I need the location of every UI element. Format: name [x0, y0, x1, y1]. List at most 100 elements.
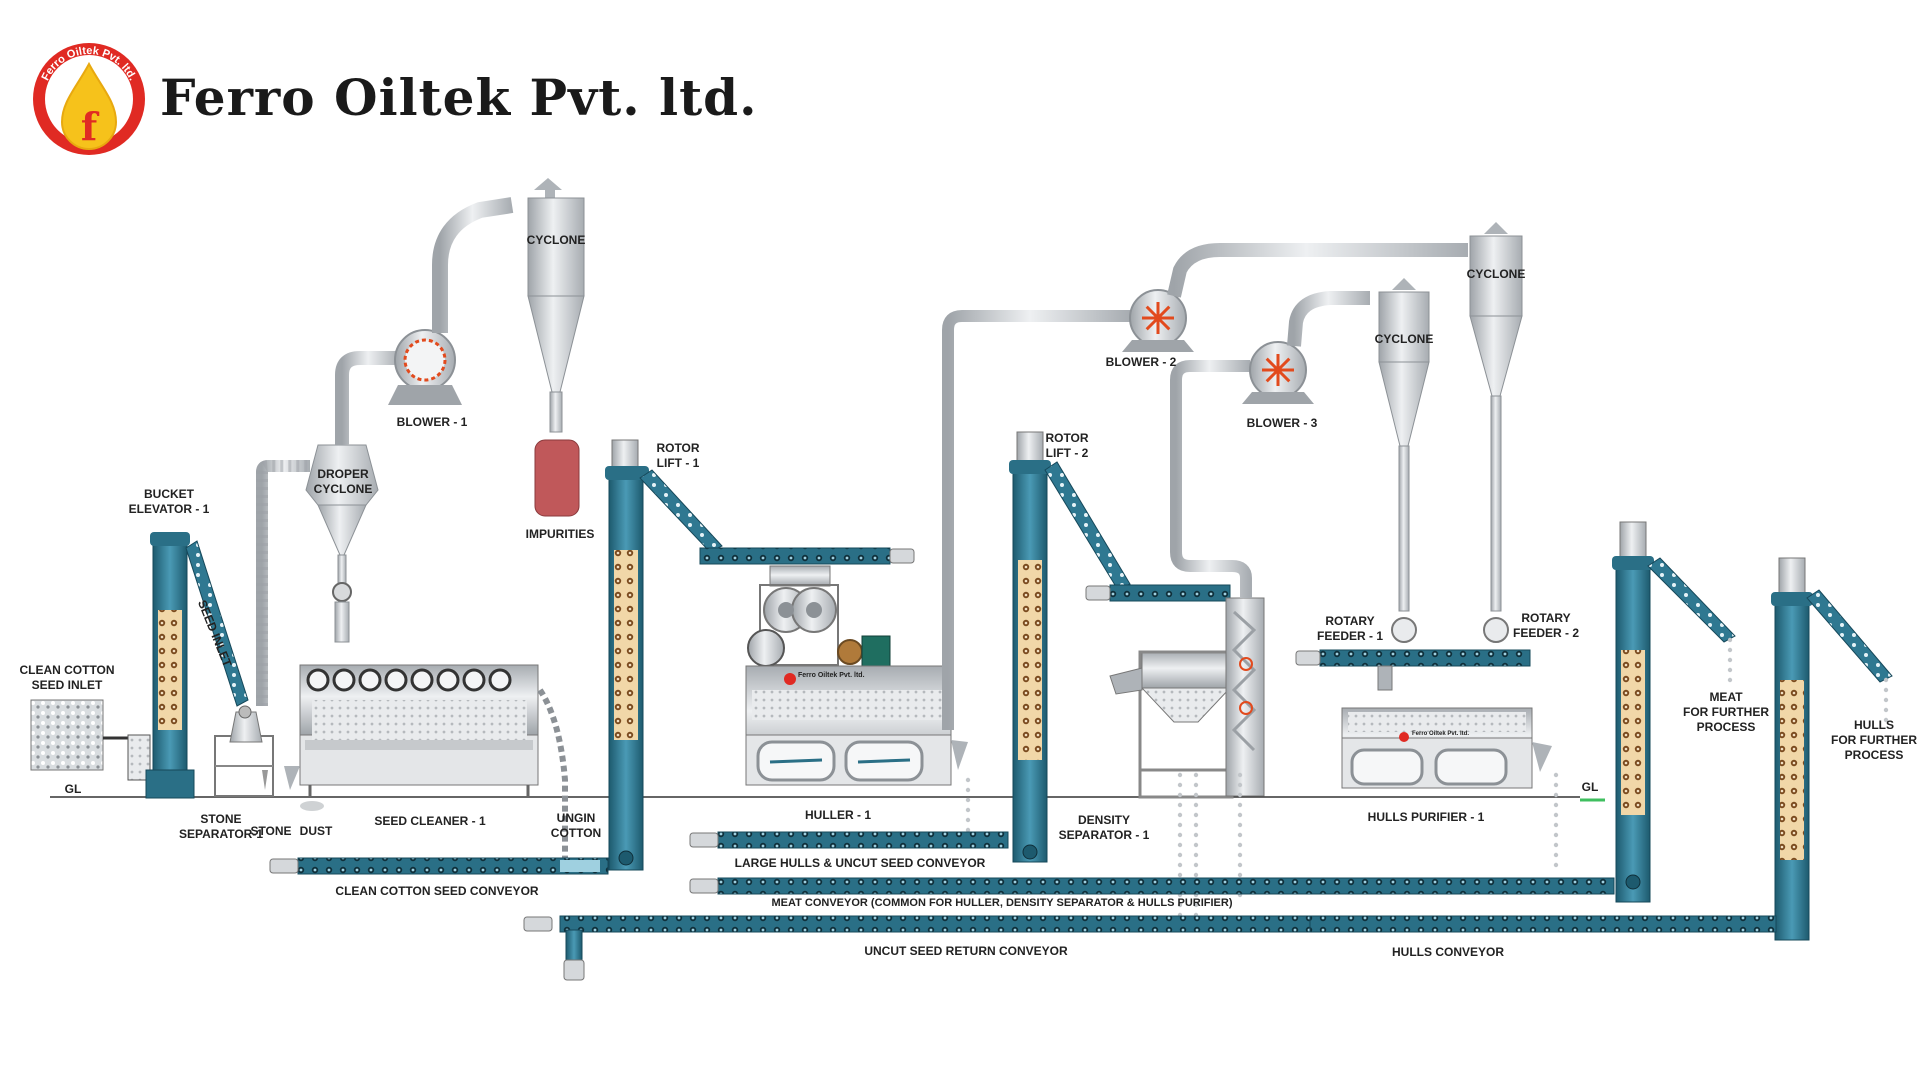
label-hulls-purifier: HULLS PURIFIER - 1	[1367, 810, 1485, 824]
label-large-hulls-conveyor: LARGE HULLS & UNCUT SEED CONVEYOR	[734, 856, 986, 870]
pipe-huller-to-blower-2	[942, 310, 1130, 730]
product-drops	[965, 637, 1889, 928]
product-drop	[965, 797, 971, 803]
product-drop	[1193, 832, 1199, 838]
company-brand: f Ferro Oiltek Pvt. ltd. Ferro Oiltek Pv…	[30, 40, 757, 170]
cleaner-roller	[488, 668, 512, 692]
density-separator	[1109, 597, 1265, 799]
product-drop	[1553, 812, 1559, 818]
label-huller: HULLER - 1	[805, 808, 871, 822]
product-drop	[1727, 677, 1733, 683]
impeller-blade	[1145, 316, 1160, 331]
cleaner-roller	[436, 668, 460, 692]
product-drop	[1177, 902, 1183, 908]
cleaner-roller	[410, 668, 434, 692]
product-drop	[1177, 822, 1183, 828]
product-drop	[1177, 872, 1183, 878]
label-impurities: IMPURITIES	[525, 527, 595, 541]
product-drop	[1727, 667, 1733, 673]
product-drop	[1177, 852, 1183, 858]
product-drop	[1237, 832, 1243, 838]
clean-cotton-seed-conveyor	[269, 857, 609, 875]
hulls-elevator-chute	[1806, 589, 1893, 683]
cyclone-2	[1378, 278, 1430, 643]
product-drop	[965, 777, 971, 783]
product-drop	[1883, 707, 1889, 713]
product-drop	[1553, 772, 1559, 778]
rotary-feeder-conveyor	[1319, 649, 1531, 667]
huller-feed-conveyor	[699, 547, 891, 565]
product-drop	[1237, 872, 1243, 878]
hulls-purifier	[1341, 665, 1552, 789]
cleaner-roller	[358, 668, 382, 692]
product-drop	[1553, 822, 1559, 828]
label-blower-1: BLOWER - 1	[396, 415, 468, 429]
rotor-lift-1-chute	[639, 469, 723, 553]
blower-2-impeller	[1142, 302, 1174, 334]
product-drop	[1177, 792, 1183, 798]
product-drop	[965, 817, 971, 823]
product-drop	[1193, 902, 1199, 908]
huller-badge: Ferro Oiltek Pvt. ltd.	[798, 672, 865, 679]
meat-conveyor	[689, 877, 1615, 895]
pipe-droper-to-blower-1	[335, 351, 400, 445]
product-drop	[1193, 802, 1199, 808]
product-drop	[1553, 852, 1559, 858]
rotor-lift-1	[605, 439, 649, 871]
density-feed-conveyor	[1109, 584, 1231, 602]
product-drop	[1193, 862, 1199, 868]
impeller-blade	[1265, 357, 1280, 372]
product-drop	[1193, 822, 1199, 828]
label-dust: DUST	[299, 824, 333, 838]
label-meat-conveyor: MEAT CONVEYOR (COMMON FOR HULLER, DENSIT…	[771, 897, 1233, 909]
product-drop	[1727, 647, 1733, 653]
huller-badge-logo	[784, 673, 796, 685]
hulls-conveyor	[1309, 915, 1777, 933]
stone-separator	[214, 705, 274, 797]
product-drop	[1237, 812, 1243, 818]
seed-cleaner-rollers	[306, 668, 512, 692]
impeller-blade	[1276, 357, 1291, 372]
label-blower-3: BLOWER - 3	[1246, 416, 1318, 430]
product-drop	[1177, 862, 1183, 868]
product-drop	[1237, 782, 1243, 788]
inlet-hopper	[127, 734, 151, 781]
impeller-blade	[1145, 305, 1160, 320]
company-name: Ferro Oiltek Pvt. ltd.	[160, 68, 758, 127]
pipe-blower-3-to-cyclone	[1287, 291, 1370, 347]
bucket-elevator	[145, 532, 195, 799]
product-drop	[1237, 842, 1243, 848]
cleaner-roller	[462, 668, 486, 692]
meat-elevator-chute	[1647, 557, 1736, 643]
dust-pile	[300, 801, 324, 811]
cyclone-1	[527, 178, 585, 433]
blower-3-impeller	[1262, 354, 1294, 386]
product-drop	[1883, 717, 1889, 723]
label-seed-cleaner: SEED CLEANER - 1	[374, 814, 486, 828]
cleaner-roller	[306, 668, 330, 692]
purifier-badge: Ferro Oiltek Pvt. ltd.	[1412, 731, 1470, 737]
product-drop	[1553, 862, 1559, 868]
ungin-cotton-pipe	[537, 688, 568, 860]
product-drop	[1727, 637, 1733, 643]
product-drop	[1237, 792, 1243, 798]
blower-1	[388, 329, 462, 405]
product-drop	[1193, 872, 1199, 878]
label-hulls-conveyor: HULLS CONVEYOR	[1391, 945, 1505, 959]
product-drop	[1883, 687, 1889, 693]
product-drop	[1177, 802, 1183, 808]
seed-inlet-chute	[185, 540, 249, 707]
droper-cyclone	[305, 444, 379, 643]
product-drop	[1553, 792, 1559, 798]
impeller-blade	[1265, 368, 1280, 383]
label-gl-right: GL	[1581, 780, 1599, 794]
cleaner-roller	[332, 668, 356, 692]
